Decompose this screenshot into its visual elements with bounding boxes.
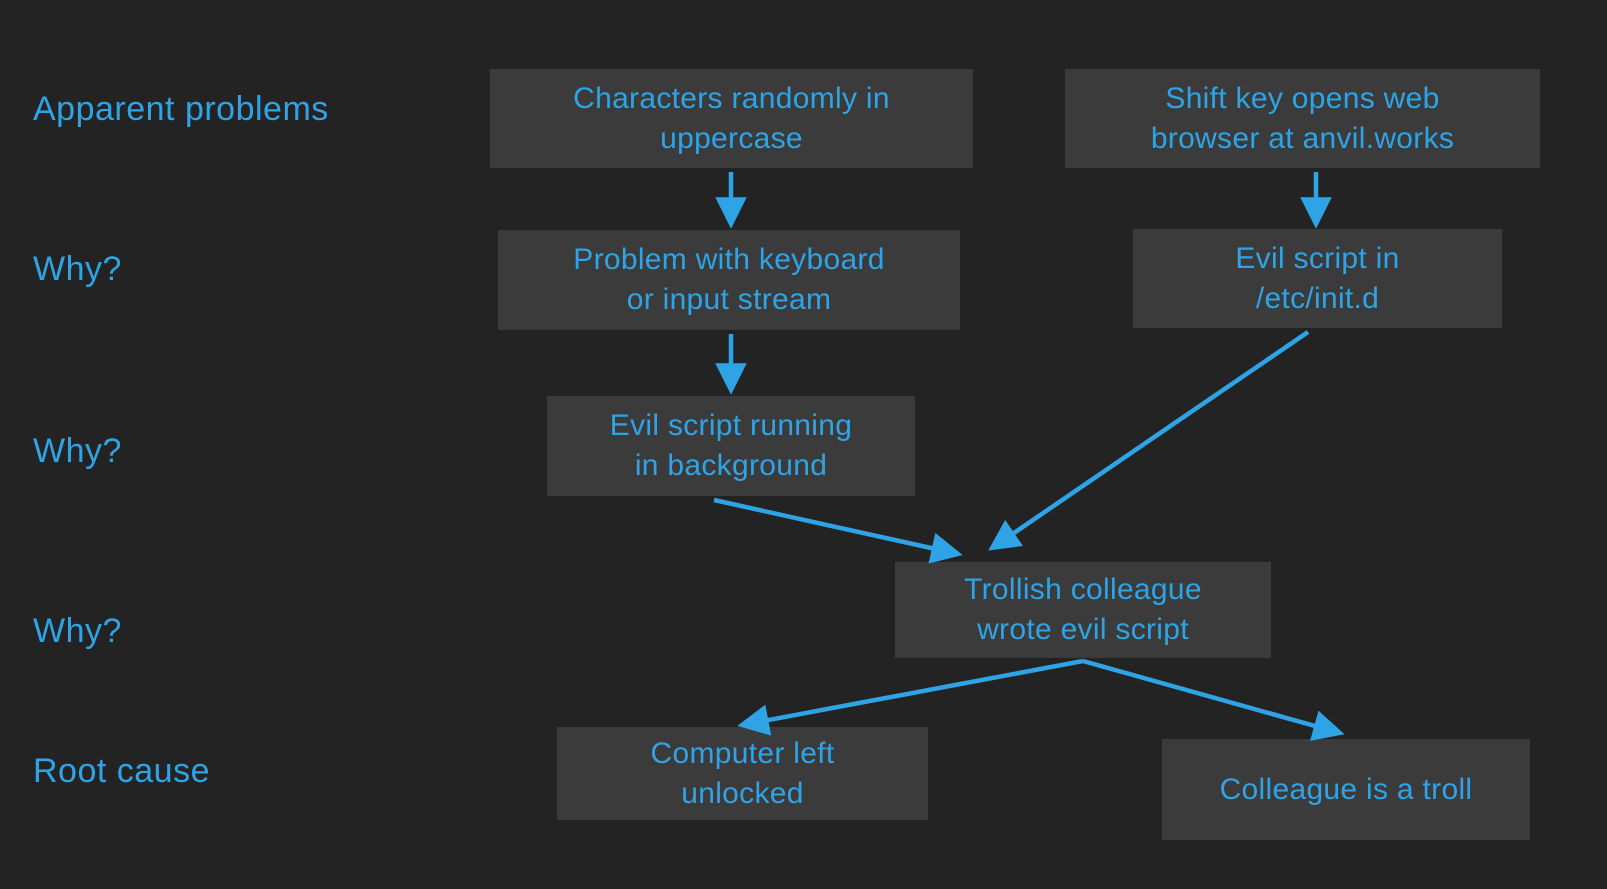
flow-node-keyboard-input-problem: Problem with keyboard or input stream [498, 230, 960, 330]
flow-node-colleague-troll: Colleague is a troll [1162, 739, 1530, 840]
edge-etcinitd-to-trollish [988, 330, 1310, 551]
flow-node-evil-script-background: Evil script running in background [547, 396, 915, 496]
flow-node-characters-uppercase: Characters randomly in uppercase [490, 69, 973, 168]
edge-trollish-to-troll [1082, 658, 1345, 741]
node-text-line: /etc/init.d [1255, 281, 1380, 315]
edge-trollish-to-unlocked [737, 658, 1084, 736]
node-text-line: in background [634, 449, 828, 482]
node-text-line: wrote evil script [977, 613, 1189, 646]
node-text-line: Characters randomly in [573, 81, 890, 115]
flow-node-computer-unlocked: Computer left unlocked [557, 727, 928, 820]
flow-node-trollish-colleague: Trollish colleague wrote evil script [895, 562, 1271, 658]
node-text-line: browser at anvil.works [1150, 121, 1455, 155]
node-text-line: or input stream [626, 283, 832, 316]
row-label-apparent-problems: Apparent problems [33, 90, 329, 128]
flow-node-evil-script-etc-initd: Evil script in /etc/init.d [1133, 229, 1502, 328]
node-text-line: Evil script in [1235, 241, 1400, 275]
row-label-why-2: Why? [33, 432, 122, 470]
node-text-line: Colleague is a troll [1219, 772, 1473, 806]
node-text-line: unlocked [681, 776, 804, 810]
node-text-line: Trollish colleague [964, 573, 1202, 606]
node-text-line: uppercase [660, 121, 803, 155]
node-text-line: Computer left [650, 736, 835, 770]
node-text-line: Problem with keyboard [573, 243, 885, 276]
row-label-why-1: Why? [33, 250, 122, 288]
flow-node-shift-key-browser: Shift key opens web browser at anvil.wor… [1065, 69, 1540, 168]
node-text-line: Shift key opens web [1165, 81, 1440, 115]
node-text-line: Evil script running [609, 409, 853, 442]
row-label-root-cause: Root cause [33, 752, 210, 790]
row-label-why-3: Why? [33, 612, 122, 650]
edge-background-to-trollish [713, 497, 963, 564]
